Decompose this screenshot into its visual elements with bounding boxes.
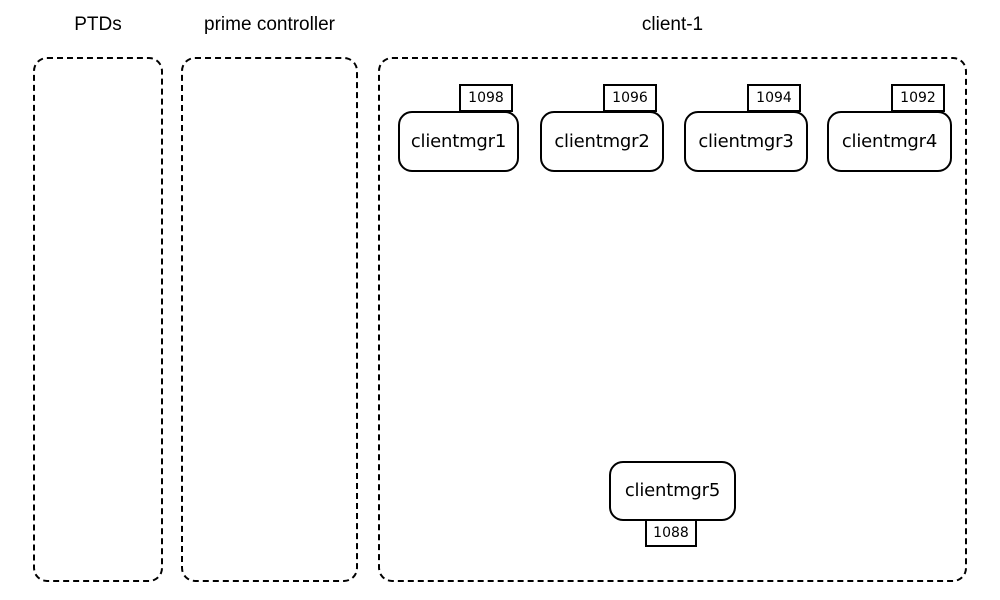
- port-tag-clientmgr2[interactable]: 1096: [603, 84, 657, 112]
- group-title-prime-controller: prime controller: [204, 14, 335, 35]
- group-title-ptds: PTDs: [74, 14, 122, 35]
- node-clientmgr5[interactable]: clientmgr5: [609, 461, 736, 521]
- node-label: clientmgr1: [410, 130, 507, 152]
- node-label: clientmgr3: [698, 130, 794, 152]
- port-number: 1088: [653, 525, 689, 541]
- group-ptds[interactable]: [33, 57, 163, 582]
- node-clientmgr3[interactable]: clientmgr3: [684, 111, 808, 172]
- group-prime-controller[interactable]: [181, 57, 358, 582]
- port-number: 1092: [900, 90, 936, 106]
- node-label: clientmgr4: [841, 130, 938, 152]
- node-label: clientmgr2: [554, 130, 650, 152]
- port-number: 1096: [612, 90, 648, 106]
- group-title-client-1: client-1: [641, 14, 704, 35]
- node-label: clientmgr5: [624, 480, 721, 501]
- port-tag-clientmgr1[interactable]: 1098: [459, 84, 513, 112]
- group-client-1[interactable]: [378, 57, 967, 582]
- port-number: 1098: [468, 90, 504, 106]
- port-tag-clientmgr5[interactable]: 1088: [645, 519, 697, 547]
- node-clientmgr4[interactable]: clientmgr4: [827, 111, 952, 172]
- node-clientmgr2[interactable]: clientmgr2: [540, 111, 664, 172]
- port-number: 1094: [756, 90, 792, 106]
- port-tag-clientmgr4[interactable]: 1092: [891, 84, 945, 112]
- port-tag-clientmgr3[interactable]: 1094: [747, 84, 801, 112]
- node-clientmgr1[interactable]: clientmgr1: [398, 111, 519, 172]
